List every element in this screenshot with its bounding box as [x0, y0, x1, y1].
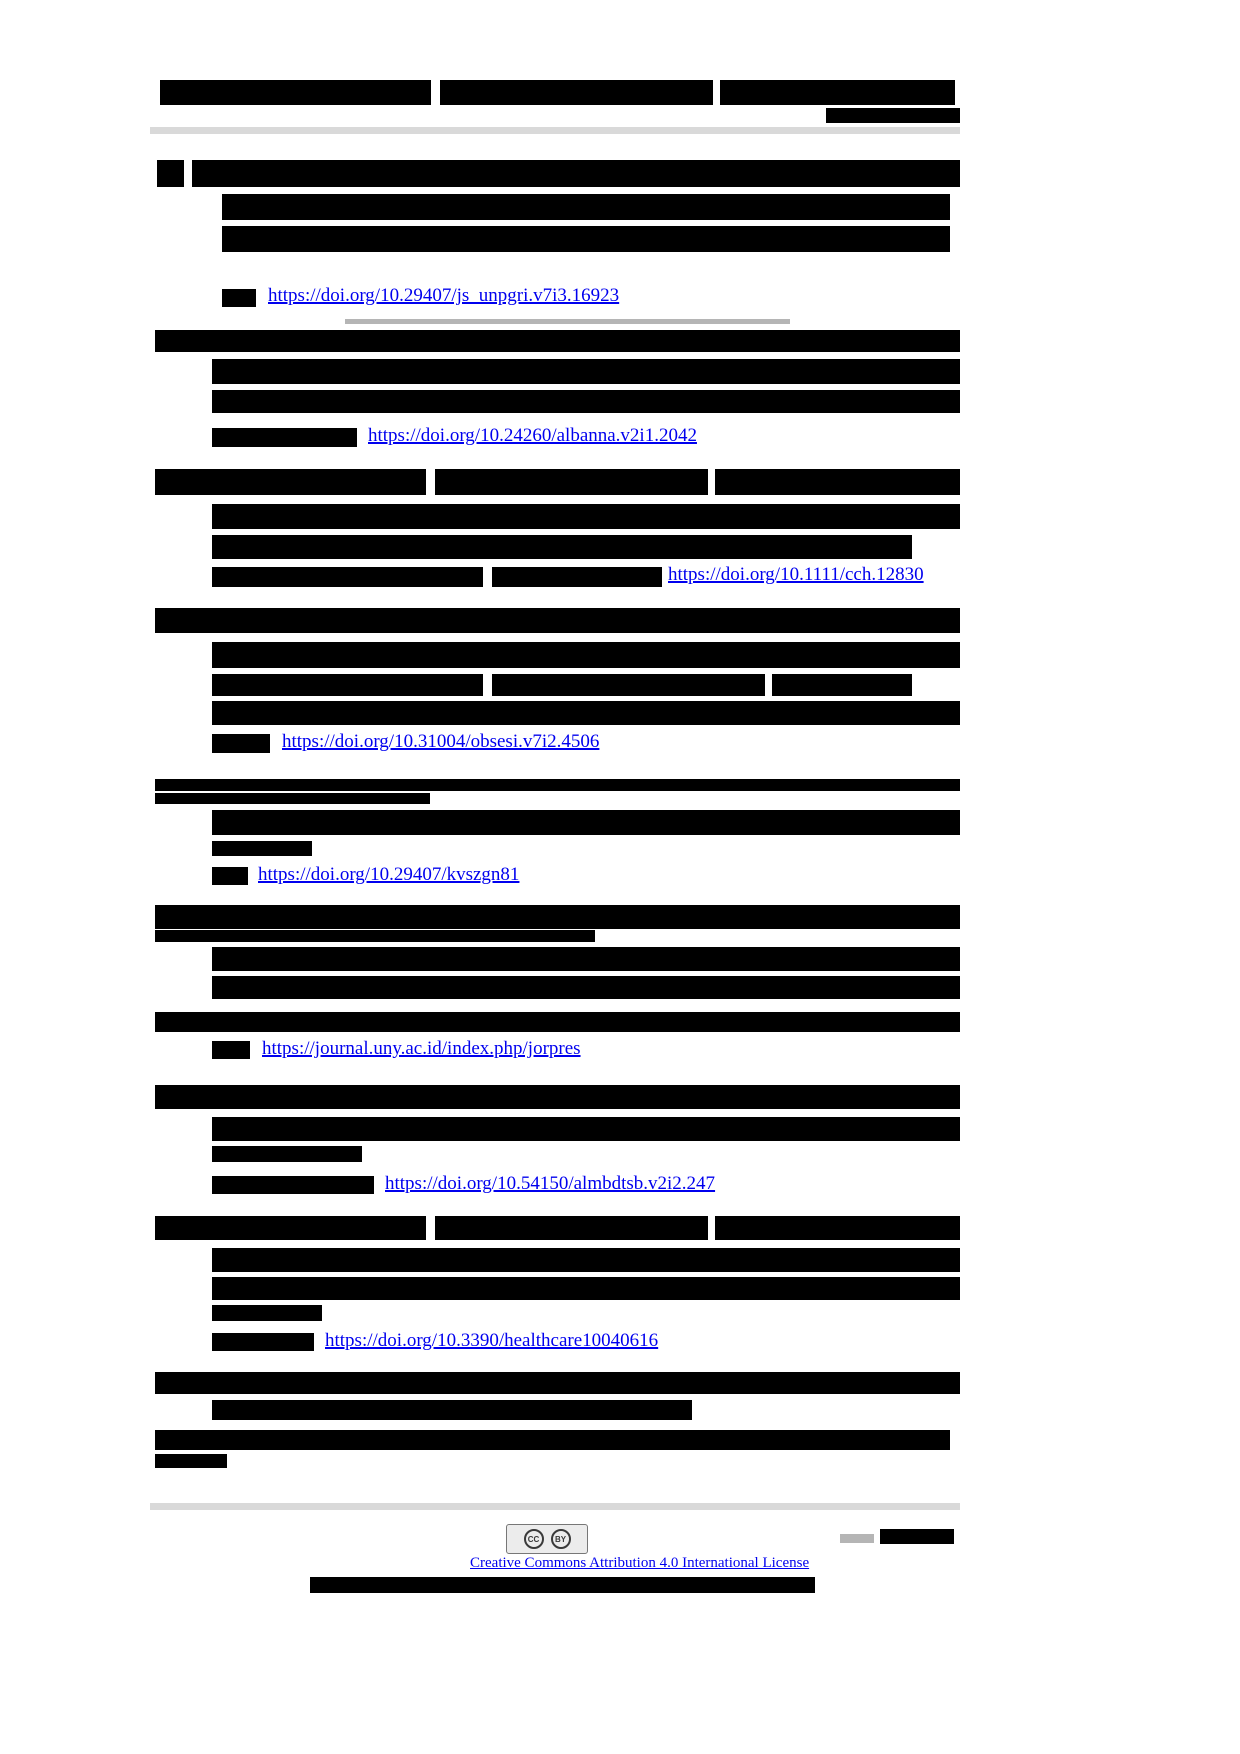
- redacted-text: [155, 608, 960, 633]
- redacted-text: [155, 1012, 960, 1032]
- redacted-text: [155, 330, 960, 352]
- redacted-text: [212, 674, 912, 696]
- doi-link[interactable]: https://doi.org/10.54150/almbdtsb.v2i2.2…: [385, 1173, 716, 1194]
- cc-license-badge[interactable]: CC BY: [506, 1524, 588, 1554]
- redacted-text: [155, 1085, 960, 1109]
- redacted-text: [192, 160, 960, 187]
- cc-icon: CC: [523, 1529, 544, 1549]
- redacted-text: [212, 390, 960, 413]
- redacted-license-text: [310, 1577, 815, 1593]
- redacted-text: [212, 810, 960, 835]
- redacted-text: [222, 226, 950, 252]
- redacted-text: [155, 793, 430, 804]
- redacted-footer-text: [880, 1529, 954, 1544]
- redacted-text: [222, 194, 950, 220]
- redacted-text: [212, 1333, 314, 1351]
- doi-link[interactable]: https://doi.org/10.29407/js_unpgri.v7i3.…: [268, 285, 620, 306]
- redacted-footer-small-text: [840, 1534, 874, 1543]
- redacted-text: [212, 1248, 960, 1272]
- redacted-text: [212, 504, 960, 529]
- redacted-text: [222, 289, 256, 307]
- redacted-text: [212, 642, 960, 668]
- journal-link[interactable]: https://journal.uny.ac.id/index.php/jorp…: [262, 1038, 581, 1059]
- redacted-text: [212, 428, 357, 447]
- redacted-text: [212, 1146, 362, 1162]
- redacted-text: [155, 779, 960, 791]
- redacted-text: [212, 1176, 374, 1194]
- redacted-small-text: [345, 319, 790, 324]
- running-head-redacted-line2: [826, 108, 960, 123]
- redacted-text: [155, 1216, 960, 1240]
- doi-link[interactable]: https://doi.org/10.31004/obsesi.v7i2.450…: [282, 731, 600, 752]
- header-divider: [150, 127, 960, 134]
- redacted-text: [212, 867, 248, 885]
- redacted-text: [155, 1430, 950, 1450]
- footer-divider: [150, 1503, 960, 1510]
- doi-link[interactable]: https://doi.org/10.1111/cch.12830: [668, 564, 924, 585]
- redacted-text: [212, 1041, 250, 1059]
- redacted-text: [212, 701, 960, 725]
- doi-link[interactable]: https://doi.org/10.29407/kvszgn81: [258, 864, 520, 885]
- redacted-text: [155, 930, 595, 942]
- redacted-text: [212, 976, 960, 999]
- license-link[interactable]: Creative Commons Attribution 4.0 Interna…: [470, 1555, 810, 1571]
- redacted-text: [155, 469, 960, 495]
- redacted-text: [212, 1400, 692, 1420]
- redacted-text: [212, 1117, 960, 1141]
- redacted-text: [212, 1305, 322, 1321]
- doi-link[interactable]: https://doi.org/10.24260/albanna.v2i1.20…: [368, 425, 697, 446]
- redacted-text: [212, 947, 960, 971]
- redacted-text: [155, 905, 960, 929]
- redacted-text: [155, 1454, 227, 1468]
- redacted-text: [212, 359, 960, 384]
- redacted-text: [212, 1277, 960, 1300]
- redacted-text: [212, 567, 662, 587]
- by-attribution-icon: BY: [550, 1529, 571, 1549]
- redacted-text: [155, 1372, 960, 1394]
- redacted-text: [212, 734, 270, 753]
- running-head-redacted: [160, 80, 955, 105]
- redacted-text: [212, 535, 912, 559]
- doi-link[interactable]: https://doi.org/10.3390/healthcare100406…: [325, 1330, 659, 1351]
- list-marker: [157, 160, 184, 187]
- redacted-text: [212, 841, 312, 856]
